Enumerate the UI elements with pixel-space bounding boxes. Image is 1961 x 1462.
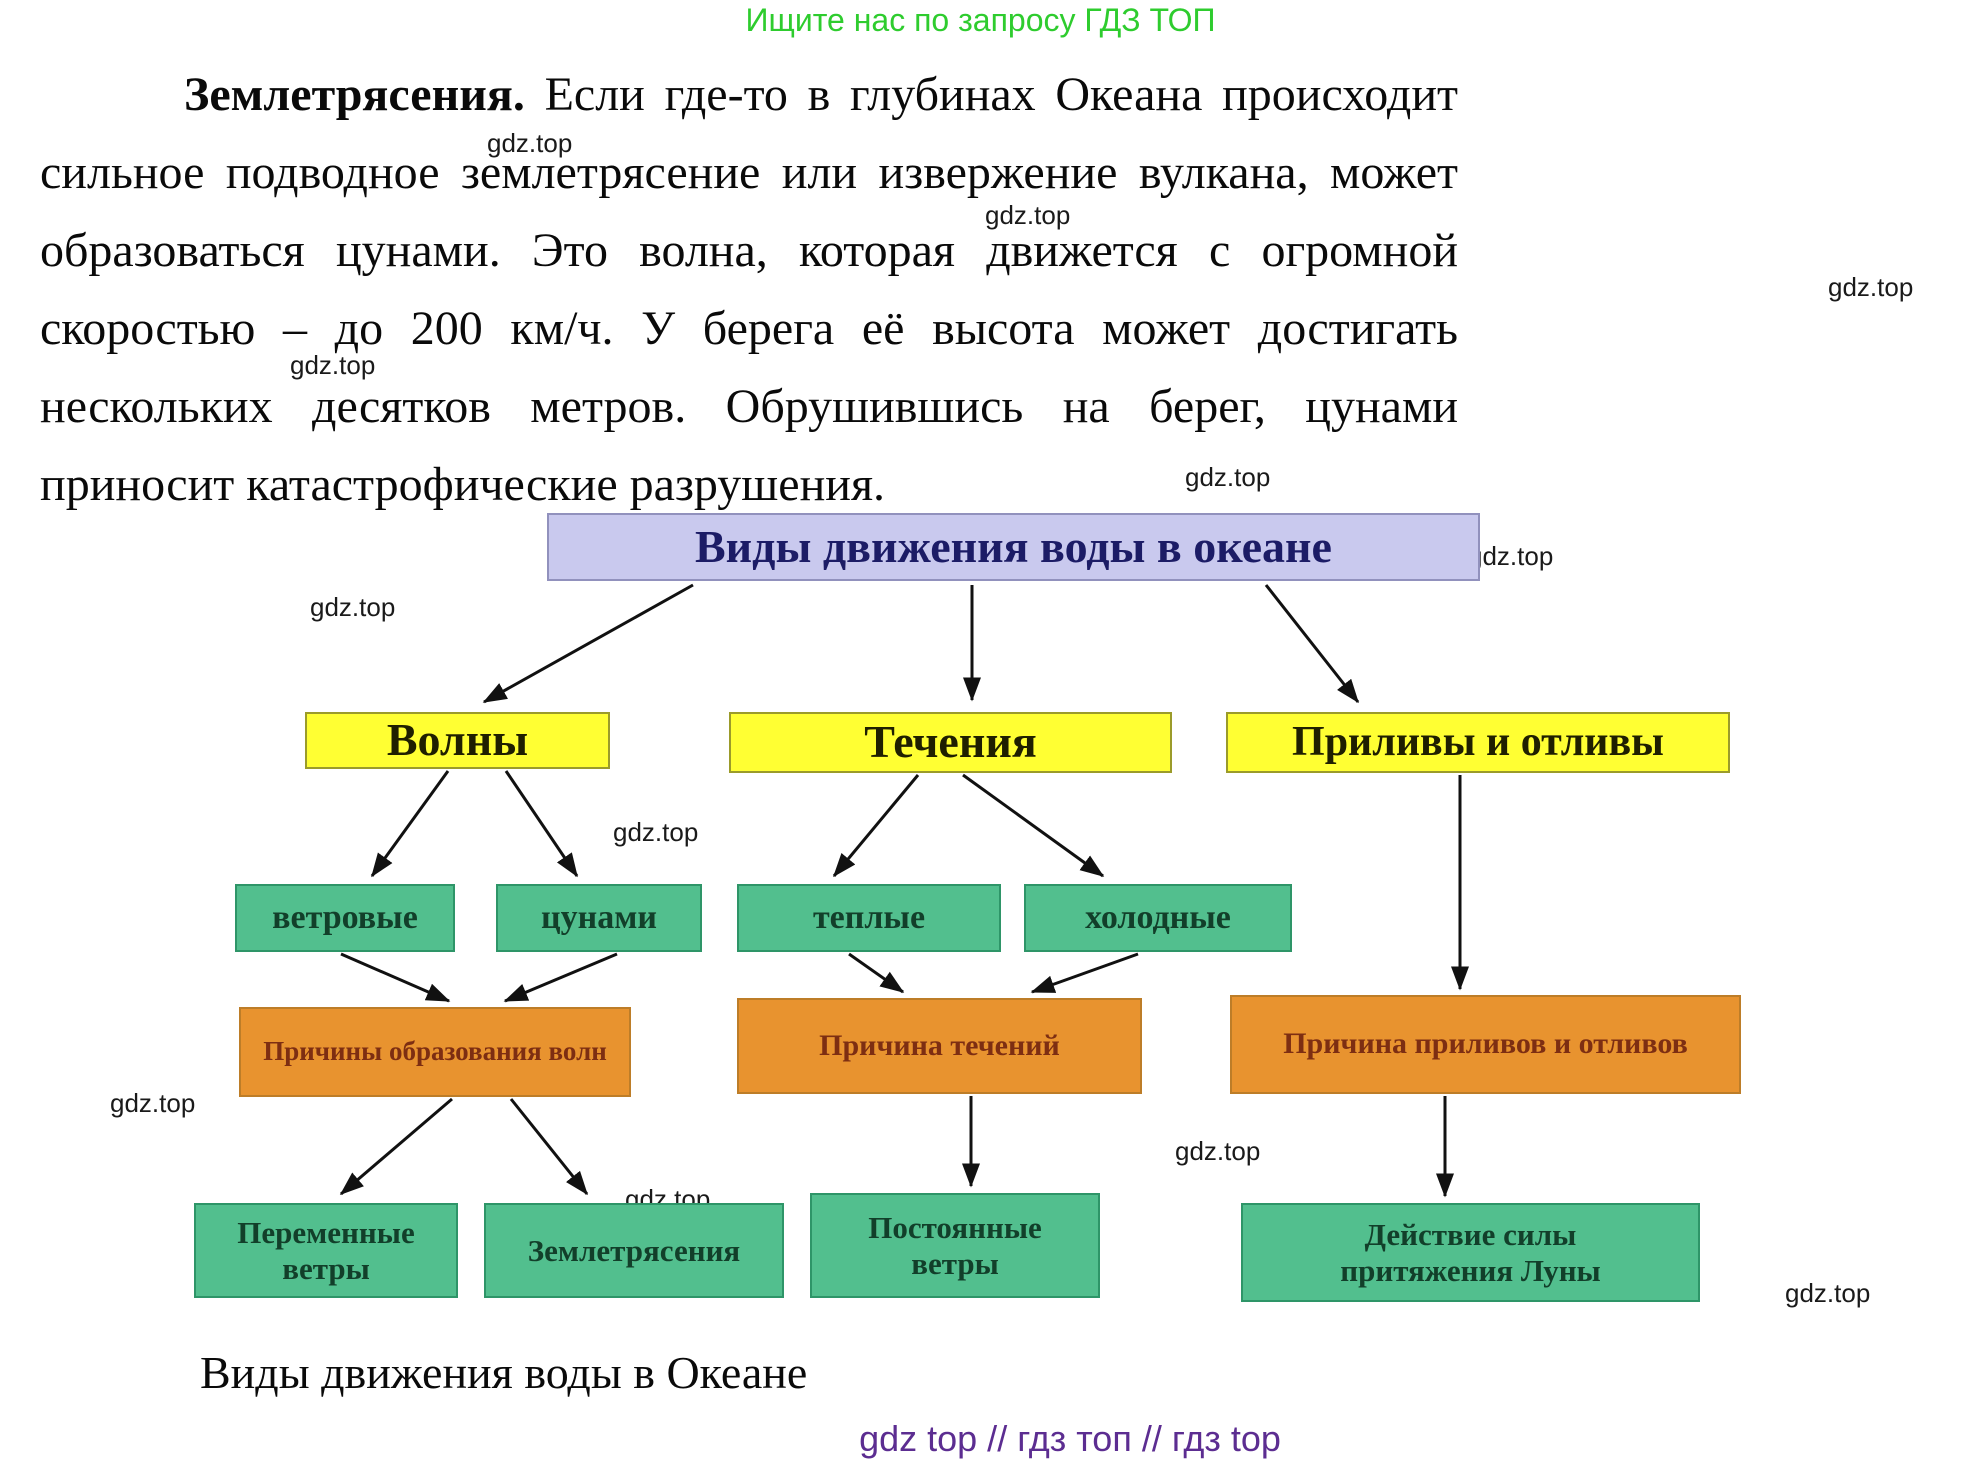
cold-currents-box: холодные	[1024, 884, 1292, 952]
warm-currents-label: теплые	[812, 899, 926, 937]
arrow-cause-to-earthquakes	[509, 1098, 589, 1196]
warm-currents-box: теплые	[737, 884, 1001, 952]
arrow-waves-to-tsunami	[504, 770, 579, 878]
paragraph-line-5: нескольких десятков метров. Обрушившись …	[40, 380, 1458, 433]
tide-cause-label: Причина приливов и отливов	[1283, 1027, 1688, 1061]
moon-gravity-label: Действие силы притяжения Луны	[1340, 1216, 1601, 1288]
variable-winds-label: Переменные ветры	[237, 1214, 415, 1286]
paragraph: Землетрясения. Если где-то в глубинах Ок…	[40, 56, 1458, 524]
paragraph-line-2: сильное подводное землетрясение или изве…	[40, 146, 1458, 199]
currents-box: Течения	[729, 712, 1172, 773]
arrow-tsunami-to-wave-cause	[503, 952, 618, 1003]
moon-gravity-box: Действие силы притяжения Луны	[1241, 1203, 1700, 1302]
tsunami-label: цунами	[541, 899, 657, 937]
paragraph-line-6: приносит катастрофические разрушения.	[40, 458, 886, 511]
arrow-cold-to-current-cause	[1030, 952, 1139, 994]
arrow-title-to-waves	[482, 583, 694, 704]
paragraph-lead: Землетрясения.	[184, 68, 525, 121]
currents-label: Течения	[864, 716, 1037, 768]
waves-box: Волны	[305, 712, 610, 769]
wind-waves-box: ветровые	[235, 884, 455, 952]
arrow-wind-to-wave-cause	[340, 952, 451, 1003]
gdz-watermark-8: gdz.top	[613, 817, 699, 847]
gdz-watermark-3: gdz.top	[1828, 272, 1914, 302]
paragraph-line-1-text: Если где-то в глубинах Океана происходит	[544, 68, 1458, 121]
arrow-warm-to-current-cause	[848, 952, 905, 994]
wave-cause-label: Причины образования волн	[263, 1036, 607, 1067]
gdz-watermark-1: gdz.top	[487, 128, 573, 158]
gdz-watermark-12: gdz.top	[1785, 1278, 1871, 1308]
constant-winds-box: Постоянные ветры	[810, 1193, 1100, 1298]
tide-cause-box: Причина приливов и отливов	[1230, 995, 1741, 1094]
paragraph-line-3: образоваться цунами. Это волна, которая …	[40, 224, 1458, 277]
gdz-watermark-7: gdz.top	[310, 592, 396, 622]
diagram-title-label: Виды движения воды в океане	[695, 520, 1332, 572]
current-cause-box: Причина течений	[737, 998, 1142, 1094]
footer-watermark: gdz top // гдз топ // гдз top	[859, 1418, 1281, 1459]
paragraph-line-1: Землетрясения. Если где-то в глубинах Ок…	[40, 56, 1458, 134]
constant-winds-label: Постоянные ветры	[868, 1209, 1042, 1281]
tsunami-box: цунами	[496, 884, 702, 952]
gdz-watermark-10: gdz.top	[1175, 1136, 1261, 1166]
wave-cause-box: Причины образования волн	[239, 1007, 631, 1097]
tides-box: Приливы и отливы	[1226, 712, 1730, 773]
gdz-watermark-2: gdz.top	[985, 200, 1071, 230]
arrow-title-to-tides	[1264, 584, 1360, 704]
gdz-watermark-5: gdz.top	[1185, 462, 1271, 492]
wind-waves-label: ветровые	[272, 899, 418, 937]
arrow-cause-to-variable-winds	[339, 1097, 453, 1196]
variable-winds-box: Переменные ветры	[194, 1203, 458, 1298]
promo-banner: Ищите нас по запросу ГДЗ ТОП	[745, 2, 1216, 38]
arrow-currents-to-warm	[832, 774, 920, 878]
paragraph-line-4: скоростью – до 200 км/ч. У берега её выс…	[40, 302, 1458, 355]
gdz-watermark-6: gdz.top	[1468, 541, 1554, 571]
earthquakes-box: Землетрясения	[484, 1203, 784, 1298]
current-cause-label: Причина течений	[819, 1028, 1060, 1062]
waves-label: Волны	[386, 714, 529, 766]
gdz-watermark-4: gdz.top	[290, 350, 376, 380]
arrow-currents-to-cold	[962, 773, 1105, 878]
cold-currents-label: холодные	[1085, 899, 1231, 937]
diagram-title-box: Виды движения воды в океане	[547, 513, 1480, 581]
gdz-watermark-9: gdz.top	[110, 1088, 196, 1118]
earthquakes-label: Землетрясения	[527, 1232, 741, 1268]
tides-label: Приливы и отливы	[1292, 719, 1664, 766]
diagram-caption: Виды движения воды в Океане	[200, 1347, 808, 1398]
arrow-waves-to-wind	[370, 770, 450, 878]
